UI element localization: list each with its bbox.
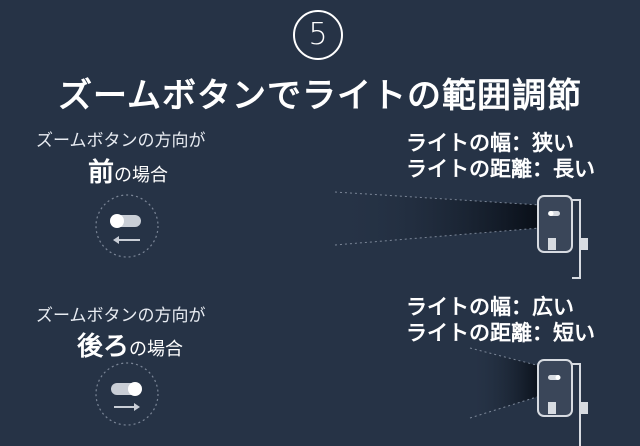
page-title: ズームボタンでライトの範囲調節 <box>58 76 582 116</box>
back-case-suffix: の場合 <box>129 339 184 360</box>
back-case-heading: 後ろの場合 <box>77 326 183 363</box>
back-result-width: ライトの幅：広い <box>406 295 574 319</box>
back-result-distance: ライトの距離：短い <box>406 321 595 345</box>
front-case-heading: 前の場合 <box>88 152 168 189</box>
front-result-width: ライトの幅：狭い <box>406 131 574 155</box>
light-device-back-icon <box>537 359 588 446</box>
zoom-toggle-back-icon <box>95 362 159 426</box>
light-device-front-icon <box>537 195 588 279</box>
front-direction-text: ズームボタンの方向が <box>36 131 206 151</box>
back-direction-text: ズームボタンの方向が <box>36 306 206 326</box>
front-case-suffix: の場合 <box>114 165 169 186</box>
zoom-toggle-front-icon <box>95 194 159 258</box>
step-number-badge: 5 <box>293 10 343 60</box>
front-result: ライトの幅：狭い ライトの距離：長い <box>406 130 595 182</box>
wide-beam-illustration <box>469 347 541 419</box>
front-result-distance: ライトの距離：長い <box>406 157 595 181</box>
back-result: ライトの幅：広い ライトの距離：短い <box>406 294 595 346</box>
narrow-beam-illustration <box>334 191 541 246</box>
front-emphasis: 前 <box>88 158 115 188</box>
back-emphasis: 後ろ <box>77 332 130 362</box>
step-number: 5 <box>308 17 328 52</box>
